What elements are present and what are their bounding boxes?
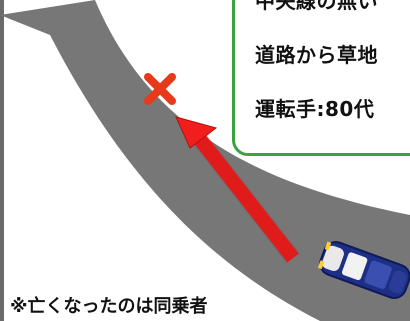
left-edge-bar — [0, 0, 4, 321]
path-arrow-head — [175, 116, 218, 149]
callout-line-driver: 運転手:80代 — [255, 97, 375, 121]
crash-point-x-icon — [144, 73, 176, 105]
car-icon — [317, 241, 410, 299]
callout-line-road-type: 中央線の無い — [255, 0, 378, 13]
footnote-note: ※亡くなったのは同乗者 — [10, 296, 208, 317]
info-callout-box: 中央線の無い 道路から草地 運転手:80代 — [232, 0, 410, 156]
path-arrow-shaft — [193, 133, 299, 263]
callout-line-departure: 道路から草地 — [255, 43, 378, 67]
path-arrow-outline — [192, 133, 300, 263]
